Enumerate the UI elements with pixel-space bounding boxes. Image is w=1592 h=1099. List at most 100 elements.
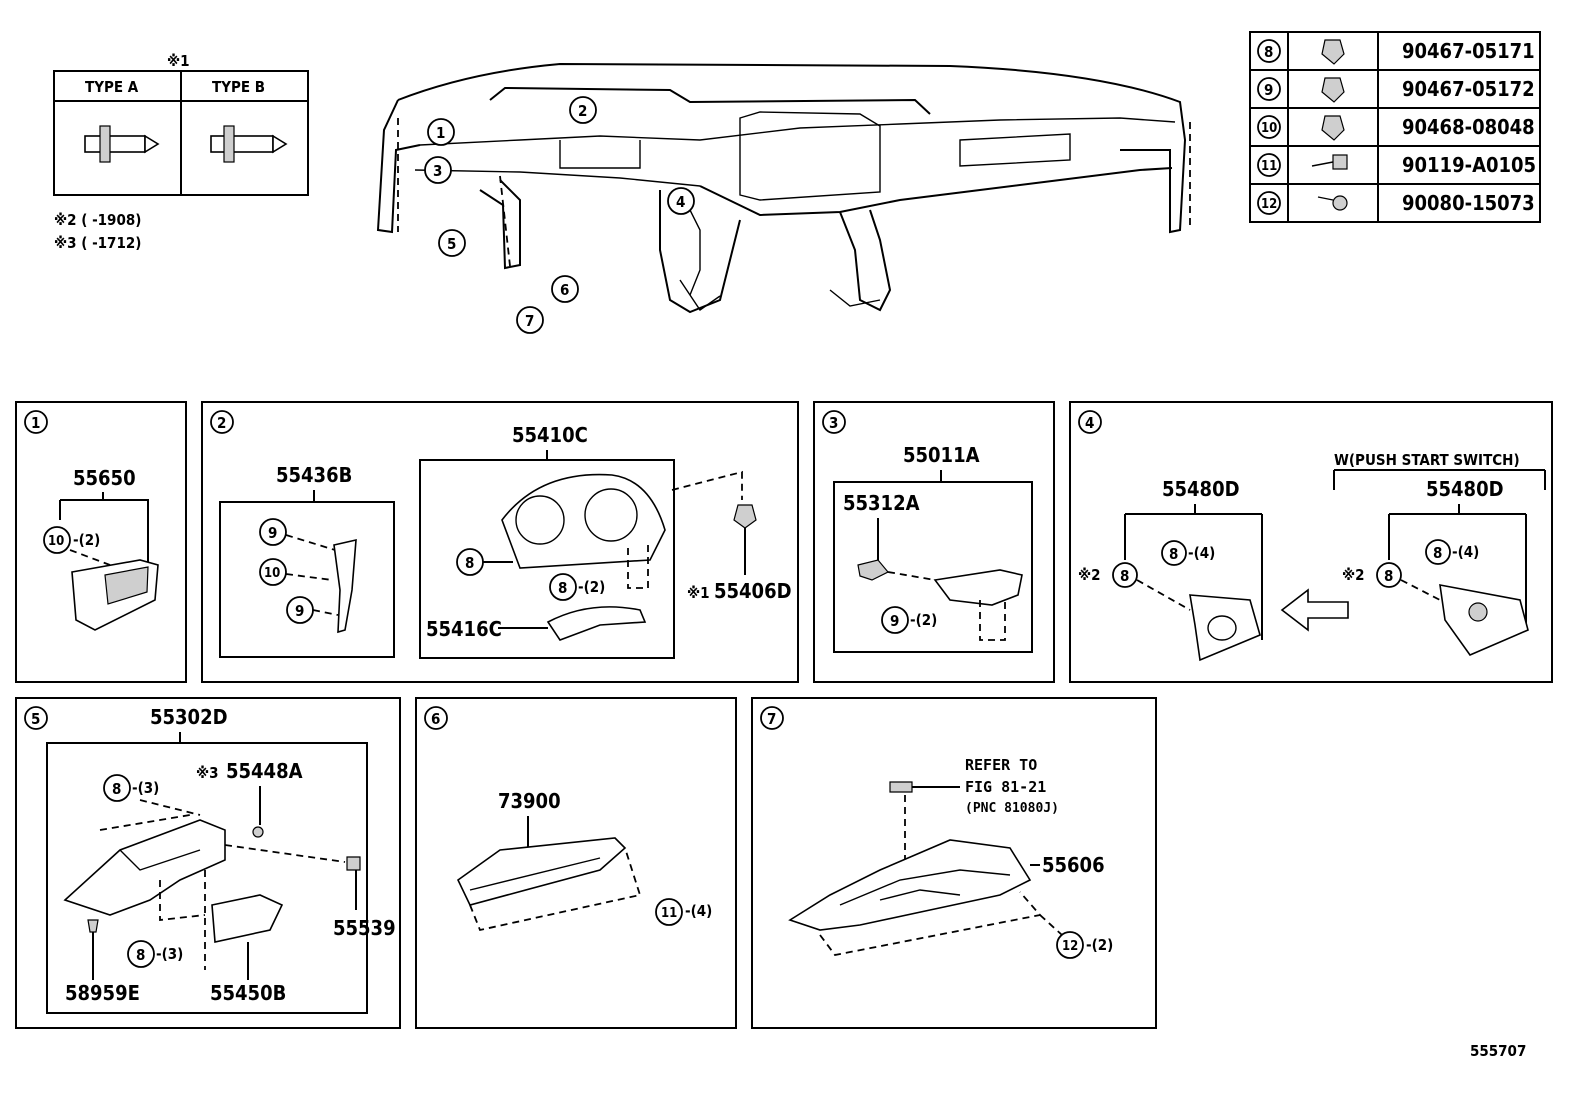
fastener-row: 11 90119-A0105 bbox=[1257, 153, 1536, 177]
bracket-part bbox=[333, 538, 357, 634]
clip-55406D-icon bbox=[733, 504, 757, 575]
fastener-row: 8 90467-05171 bbox=[1257, 39, 1535, 65]
clip-callout: 10 bbox=[48, 534, 64, 549]
condition-label: W(PUSH START SWITCH) bbox=[1334, 451, 1520, 469]
air-vent-part bbox=[71, 559, 159, 631]
clip-callout-8: 8 bbox=[112, 780, 121, 798]
fastener-part-number: 90467-05172 bbox=[1402, 77, 1535, 101]
fastener-row: 10 90468-08048 bbox=[1257, 115, 1535, 141]
clip-quantity: -(2) bbox=[578, 578, 605, 596]
panel-5-number: 5 bbox=[31, 710, 40, 728]
part-73900: 73900 bbox=[498, 789, 561, 813]
panel-3-number: 3 bbox=[829, 414, 838, 432]
under-cover-part bbox=[788, 839, 1032, 931]
type-a-label: TYPE A bbox=[85, 78, 139, 96]
part-55416C: 55416C bbox=[426, 617, 502, 641]
clip-icon bbox=[1321, 77, 1345, 103]
clip-quantity: -(3) bbox=[156, 945, 183, 963]
fastener-table: 8 90467-05171 9 90467-05172 10 90468-080… bbox=[1249, 31, 1541, 223]
refer-figure: FIG 81-21 bbox=[965, 778, 1046, 796]
clip-callout-8: 8 bbox=[1120, 567, 1129, 585]
bolt-callout-11: 11 bbox=[661, 906, 677, 921]
fastener-row: 9 90467-05172 bbox=[1257, 77, 1535, 103]
clip-55539-icon bbox=[346, 856, 361, 871]
part-55650: 55650 bbox=[73, 466, 136, 490]
screw-callout-12: 12 bbox=[1062, 939, 1078, 954]
panel-1-number: 1 bbox=[31, 414, 40, 432]
fastener-part-number: 90080-15073 bbox=[1402, 191, 1535, 215]
clip-callout-8: 8 bbox=[558, 579, 567, 597]
clip-type-a-icon bbox=[84, 125, 160, 163]
clip-icon bbox=[1321, 115, 1345, 141]
part-55406D: 55406D bbox=[714, 579, 792, 603]
clip-callout-8: 8 bbox=[1169, 545, 1178, 563]
overview-callout-1: 1 bbox=[436, 124, 445, 142]
detail-panel-4: 4 55480D 8 -(4) ※2 8 W(PUSH START SWITCH… bbox=[1069, 401, 1553, 683]
panel-2-number: 2 bbox=[217, 414, 226, 432]
lower-panel-left-part bbox=[1189, 594, 1261, 662]
clip-type-b-icon bbox=[210, 125, 288, 163]
note-3: ※3 ( -1712) bbox=[54, 234, 141, 252]
fastener-part-number: 90467-05171 bbox=[1402, 39, 1535, 63]
mark-2: ※2 bbox=[1078, 566, 1101, 584]
clip-callout-8: 8 bbox=[1384, 567, 1393, 585]
detail-panel-5: 5 55302D 8 -(3) ※3 55448A 55539 58959E 8… bbox=[15, 697, 401, 1029]
part-55410C: 55410C bbox=[512, 423, 588, 447]
bolt-quantity: -(4) bbox=[685, 902, 712, 920]
part-55450B: 55450B bbox=[210, 981, 286, 1005]
clip-55448A-icon bbox=[252, 826, 264, 838]
part-55436B: 55436B bbox=[276, 463, 352, 487]
arrow-left-icon bbox=[1280, 588, 1349, 632]
mark-3: ※3 bbox=[196, 764, 219, 782]
lower-panel-right-part bbox=[1439, 584, 1529, 656]
fastener-ref: 12 bbox=[1261, 197, 1277, 212]
clip-quantity: -(2) bbox=[910, 611, 937, 629]
part-58959E: 58959E bbox=[65, 981, 140, 1005]
glove-box-frame-part bbox=[63, 819, 226, 916]
clip-58959E-icon bbox=[87, 919, 99, 933]
clip-callout-9: 9 bbox=[295, 602, 304, 620]
glove-box-door-part bbox=[211, 894, 284, 943]
clip-callout-10: 10 bbox=[264, 566, 280, 581]
fastener-ref: 9 bbox=[1264, 81, 1273, 99]
part-55606: 55606 bbox=[1042, 853, 1105, 877]
overview-callout-4: 4 bbox=[676, 193, 685, 211]
overview-callouts: 1 2 3 4 5 6 7 bbox=[424, 96, 695, 334]
fastener-ref: 8 bbox=[1264, 43, 1273, 61]
mark-1: ※1 bbox=[687, 584, 710, 602]
clip-icon bbox=[1321, 39, 1345, 65]
footer-code: 555707 bbox=[1470, 1042, 1526, 1060]
clip-callout-9: 9 bbox=[268, 524, 277, 542]
screw-quantity: -(2) bbox=[1086, 936, 1113, 954]
mark-2: ※2 bbox=[1342, 566, 1365, 584]
detail-panel-7: 7 REFER TO FIG 81-21 (PNC 81080J) 55606 … bbox=[751, 697, 1157, 1029]
clip-quantity: -(2) bbox=[73, 531, 100, 549]
part-55312A: 55312A bbox=[843, 491, 920, 515]
clip-callout-8: 8 bbox=[1433, 544, 1442, 562]
part-55011A: 55011A bbox=[903, 443, 980, 467]
clip-quantity: -(3) bbox=[132, 779, 159, 797]
overview-callout-7: 7 bbox=[525, 312, 534, 330]
bolt-icon bbox=[1311, 154, 1348, 170]
part-55480D-right: 55480D bbox=[1426, 477, 1504, 501]
clip-quantity: -(4) bbox=[1452, 543, 1479, 561]
fastener-part-number: 90119-A0105 bbox=[1402, 153, 1536, 177]
refer-pnc: (PNC 81080J) bbox=[965, 801, 1059, 816]
clip-type-legend: ※1 TYPE A TYPE B bbox=[53, 52, 309, 196]
overview-callout-2: 2 bbox=[578, 102, 587, 120]
fastener-ref: 11 bbox=[1261, 159, 1277, 174]
detail-panel-2: 2 55436B 9 10 9 55410C 8 8 -(2) 55416C bbox=[201, 401, 799, 683]
part-55480D-left: 55480D bbox=[1162, 477, 1240, 501]
note-2: ※2 ( -1908) bbox=[54, 211, 141, 229]
clip-callout-8: 8 bbox=[136, 946, 145, 964]
type-b-label: TYPE B bbox=[212, 78, 265, 96]
detail-panel-1: 1 55650 10 -(2) bbox=[15, 401, 187, 683]
panel-6-number: 6 bbox=[431, 710, 440, 728]
fastener-part-number: 90468-08048 bbox=[1402, 115, 1535, 139]
part-55302D: 55302D bbox=[150, 705, 228, 729]
overview-callout-3: 3 bbox=[433, 162, 442, 180]
part-55539: 55539 bbox=[333, 916, 396, 940]
panel-cover-part bbox=[933, 569, 1023, 606]
detail-panel-6: 6 73900 11 -(4) bbox=[415, 697, 737, 1029]
